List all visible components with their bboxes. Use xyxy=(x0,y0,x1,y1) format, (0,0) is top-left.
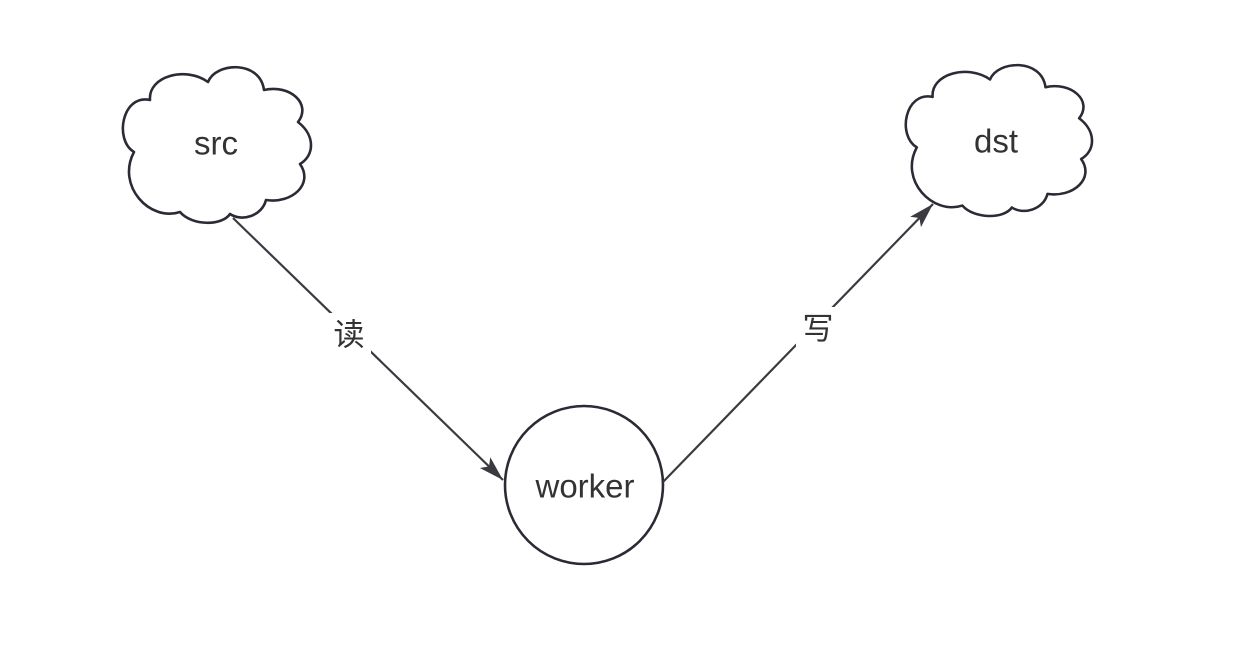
edge-src-worker: 读 xyxy=(232,217,504,481)
worker-circle-shape xyxy=(503,404,665,566)
write-edge-label-bg xyxy=(796,307,840,351)
read-edge-label: 读 xyxy=(334,318,365,353)
worker-label: worker xyxy=(534,468,634,505)
write-edge-label: 写 xyxy=(803,312,834,347)
read-edge-label-bg xyxy=(327,313,371,357)
node-src: src xyxy=(121,65,313,225)
dst-label: dst xyxy=(974,123,1018,160)
node-worker xyxy=(503,404,665,566)
edge-worker-dst: 写 xyxy=(662,203,934,483)
src-label: src xyxy=(194,125,238,162)
node-dst: dst xyxy=(904,63,1094,218)
